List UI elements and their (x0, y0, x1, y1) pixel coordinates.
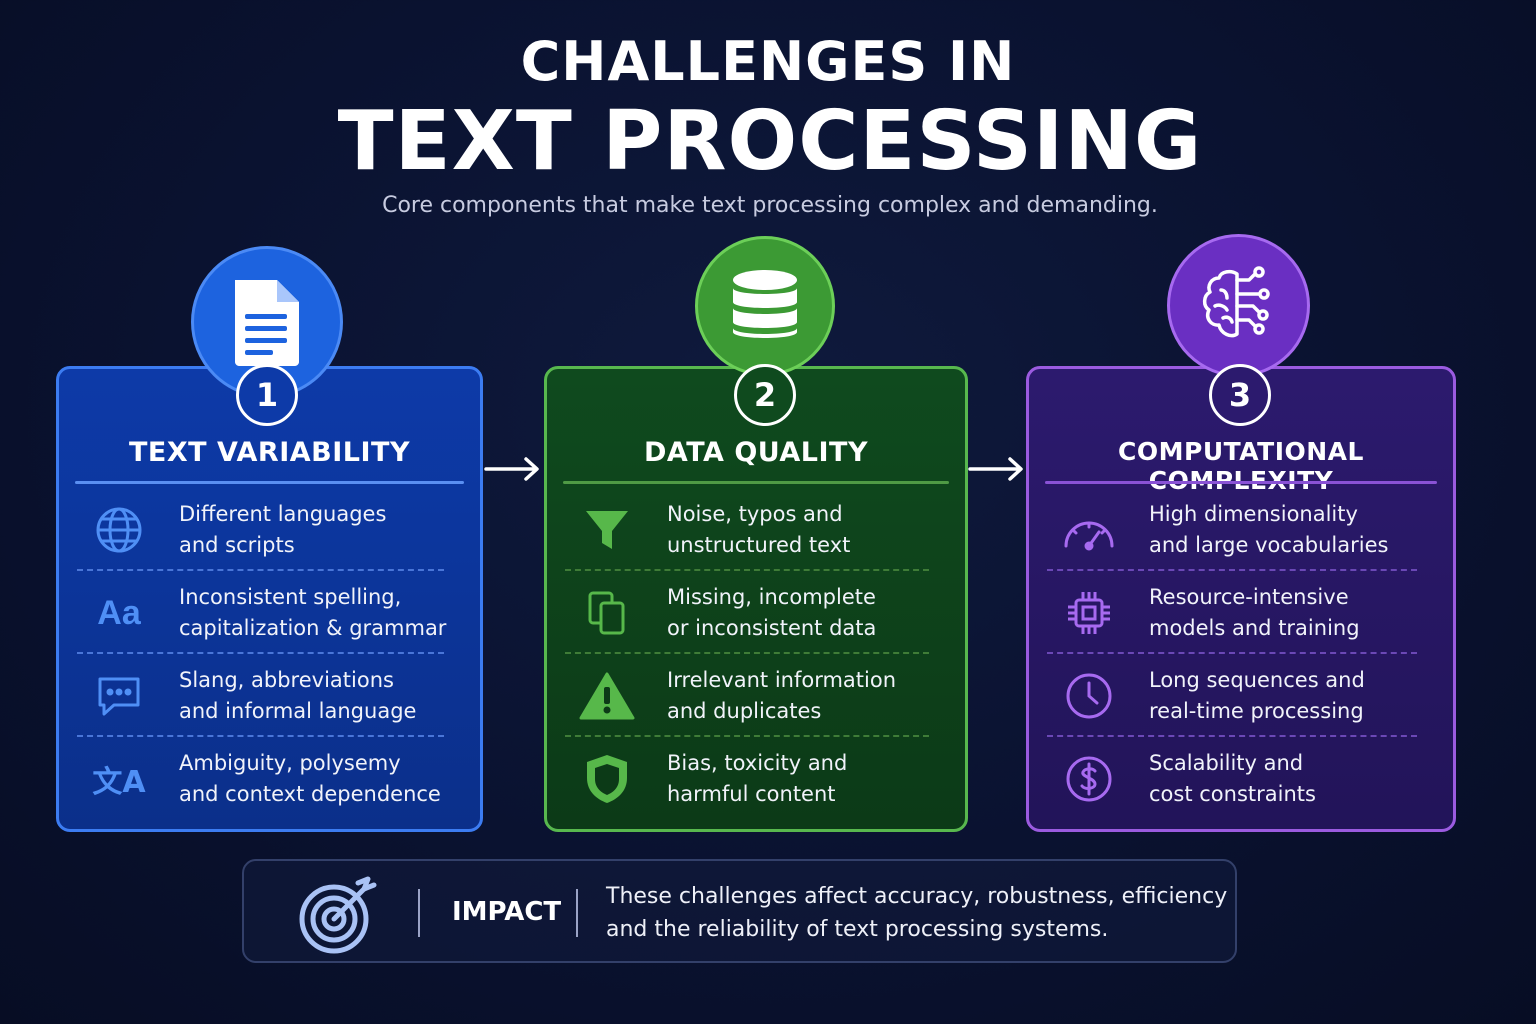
translate-icon: 文A (92, 765, 146, 800)
filter-icon (579, 502, 635, 558)
item-text-line-2: and duplicates (667, 699, 822, 723)
card-title: DATA QUALITY (644, 437, 868, 468)
arrow-right-icon (968, 457, 1023, 481)
list-item: High dimensionality and large vocabulari… (1047, 489, 1417, 571)
impact-panel: IMPACT These challenges affect accuracy,… (242, 859, 1237, 963)
database-icon (695, 236, 835, 376)
warning-icon (579, 668, 635, 724)
brain-circuit-icon (1167, 234, 1310, 377)
divider (576, 889, 578, 937)
item-text-line-2: cost constraints (1149, 782, 1316, 806)
item-divider (565, 569, 929, 571)
copy-icon (579, 585, 635, 641)
item-divider (77, 652, 444, 654)
item-text-line-1: Slang, abbreviations (179, 668, 394, 692)
item-text-line-2: unstructured text (667, 533, 851, 557)
item-divider (565, 735, 929, 737)
list-item: Different languages and scripts (77, 489, 444, 571)
list-item: Long sequences and real-time processing (1047, 655, 1417, 737)
card-title: COMPUTATIONAL COMPLEXITY (1118, 437, 1364, 495)
item-text-line-2: and scripts (179, 533, 295, 557)
card-divider (75, 481, 464, 484)
item-text-line-2: harmful content (667, 782, 836, 806)
list-item: Aa Inconsistent spelling, capitalization… (77, 572, 446, 654)
step-number-1: 1 (236, 364, 298, 426)
clock-icon (1061, 668, 1117, 724)
title-line-2: TEXT PROCESSING (337, 94, 1203, 189)
divider (418, 889, 420, 937)
item-text-line-2: and context dependence (179, 782, 441, 806)
list-item: Noise, typos and unstructured text (565, 489, 929, 571)
item-text-line-1: Long sequences and (1149, 668, 1365, 692)
item-text-line-1: High dimensionality (1149, 502, 1358, 526)
step-number-3: 3 (1209, 364, 1271, 426)
item-text-line-1: Scalability and (1149, 751, 1304, 775)
item-text-line-2: real-time processing (1149, 699, 1364, 723)
letter-case-icon: Aa (97, 593, 141, 632)
subtitle: Core components that make text processin… (382, 193, 1158, 218)
list-item: Missing, incomplete or inconsistent data (565, 572, 929, 654)
card-divider (563, 481, 949, 484)
impact-line-2: and the reliability of text processing s… (606, 917, 1109, 942)
impact-label: IMPACT (452, 897, 562, 927)
gauge-icon (1061, 502, 1117, 558)
list-item: Bias, toxicity and harmful content (565, 738, 929, 820)
list-item: Irrelevant information and duplicates (565, 655, 929, 737)
card-computational-complexity: COMPUTATIONAL COMPLEXITY High dimensiona… (1026, 366, 1456, 832)
item-text-line-2: and large vocabularies (1149, 533, 1389, 557)
dollar-icon (1061, 751, 1117, 807)
globe-icon (91, 502, 147, 558)
target-icon (299, 876, 377, 954)
card-title: TEXT VARIABILITY (128, 437, 411, 468)
list-item: 文A Ambiguity, polysemy and context depen… (77, 738, 444, 820)
shield-icon (579, 751, 635, 807)
item-text-line-1: Irrelevant information (667, 668, 897, 692)
item-text-line-1: Missing, incomplete (667, 585, 876, 609)
item-text-line-2: capitalization & grammar (179, 616, 447, 640)
title-line-1: CHALLENGES IN (520, 30, 1016, 93)
item-divider (1047, 652, 1417, 654)
list-item: Slang, abbreviations and informal langua… (77, 655, 444, 737)
list-item: Resource-intensive models and training (1047, 572, 1417, 654)
item-divider (77, 735, 444, 737)
list-item: Scalability and cost constraints (1047, 738, 1417, 820)
arrow-right-icon (484, 457, 539, 481)
item-text-line-1: Inconsistent spelling, (179, 585, 402, 609)
item-text-line-1: Different languages (179, 502, 387, 526)
card-data-quality: DATA QUALITY Noise, typos and unstructur… (544, 366, 968, 832)
item-text-line-2: or inconsistent data (667, 616, 877, 640)
chat-bubble-icon (91, 668, 147, 724)
item-text-line-2: models and training (1149, 616, 1360, 640)
item-text-line-1: Noise, typos and (667, 502, 843, 526)
item-text-line-1: Resource-intensive (1149, 585, 1349, 609)
item-text-line-2: and informal language (179, 699, 417, 723)
item-text-line-1: Bias, toxicity and (667, 751, 848, 775)
item-divider (565, 652, 929, 654)
impact-line-1: These challenges affect accuracy, robust… (606, 884, 1228, 909)
chip-icon (1061, 585, 1117, 641)
item-text-line-1: Ambiguity, polysemy (179, 751, 401, 775)
card-text-variability: TEXT VARIABILITY Different languages and… (56, 366, 483, 832)
item-divider (1047, 735, 1417, 737)
card-divider (1045, 481, 1437, 484)
impact-message: These challenges affect accuracy, robust… (606, 880, 1227, 946)
step-number-2: 2 (734, 364, 796, 426)
item-divider (1047, 569, 1417, 571)
item-divider (77, 569, 444, 571)
